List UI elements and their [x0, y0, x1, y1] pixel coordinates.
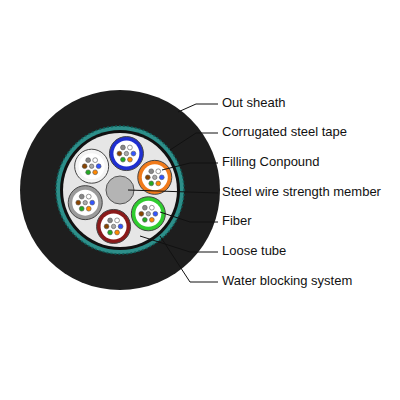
tube-gel — [72, 190, 98, 216]
fiber — [93, 170, 98, 175]
loose-tube — [109, 137, 143, 171]
fiber — [86, 158, 91, 163]
leader-line — [160, 236, 218, 282]
loose-tube — [68, 186, 102, 220]
part-label: Steel wire strength member — [222, 184, 381, 200]
fiber — [142, 205, 147, 210]
filling-compound — [63, 133, 177, 247]
fiber — [82, 164, 87, 169]
corrugated-steel-tape — [56, 126, 184, 254]
fiber — [93, 158, 98, 163]
loose-tube — [97, 209, 131, 243]
water-blocking-system — [60, 130, 180, 250]
fiber — [128, 157, 133, 162]
fiber — [149, 169, 154, 174]
fiber — [79, 194, 84, 199]
fiber — [149, 181, 154, 186]
fiber — [115, 218, 120, 223]
tube-gel — [142, 164, 168, 190]
fiber — [108, 230, 113, 235]
fiber — [121, 157, 126, 162]
part-label: Filling Conpound — [222, 154, 320, 170]
fiber — [159, 175, 164, 180]
tube-gel — [79, 153, 105, 179]
fiber — [153, 211, 158, 216]
fiber — [128, 145, 133, 150]
fiber — [124, 151, 128, 155]
fiber — [104, 224, 109, 229]
part-label: Water blocking system — [222, 273, 352, 289]
fiber — [86, 170, 91, 175]
fiber — [89, 164, 93, 168]
loose-tube — [75, 149, 109, 183]
fiber — [86, 206, 91, 211]
part-label: Loose tube — [222, 243, 286, 259]
fiber — [156, 181, 161, 186]
fiber — [139, 211, 144, 216]
leader-lines — [128, 104, 218, 282]
part-label: Fiber — [222, 213, 252, 229]
leader-line — [140, 236, 218, 252]
fiber — [86, 194, 91, 199]
tube-gel — [135, 201, 161, 227]
fiber — [146, 212, 150, 216]
fiber — [149, 205, 154, 210]
fiber — [90, 200, 95, 205]
leader-line — [160, 212, 218, 222]
fiber — [145, 175, 150, 180]
fiber — [142, 217, 147, 222]
fiber — [118, 224, 123, 229]
part-label: Out sheath — [222, 95, 286, 111]
fiber — [131, 151, 136, 156]
fiber — [108, 218, 113, 223]
tube-gel — [113, 141, 139, 167]
leader-line — [128, 190, 218, 193]
fiber — [117, 151, 122, 156]
tape-corrugation — [56, 126, 184, 254]
fiber — [96, 164, 101, 169]
fiber — [115, 230, 120, 235]
part-label: Corrugated steel tape — [222, 124, 347, 140]
leader-line — [170, 133, 218, 150]
fiber — [111, 224, 115, 228]
out-sheath — [20, 90, 220, 290]
leader-line — [162, 163, 218, 170]
fiber — [153, 175, 157, 179]
loose-tubes — [68, 137, 172, 244]
fiber — [149, 217, 154, 222]
tube-gel — [101, 213, 127, 239]
leader-line — [178, 104, 218, 112]
fiber — [83, 200, 87, 204]
fiber — [156, 169, 161, 174]
fiber — [121, 145, 126, 150]
fiber — [76, 200, 81, 205]
loose-tube — [131, 197, 165, 231]
fiber — [79, 206, 84, 211]
loose-tube — [138, 160, 172, 194]
